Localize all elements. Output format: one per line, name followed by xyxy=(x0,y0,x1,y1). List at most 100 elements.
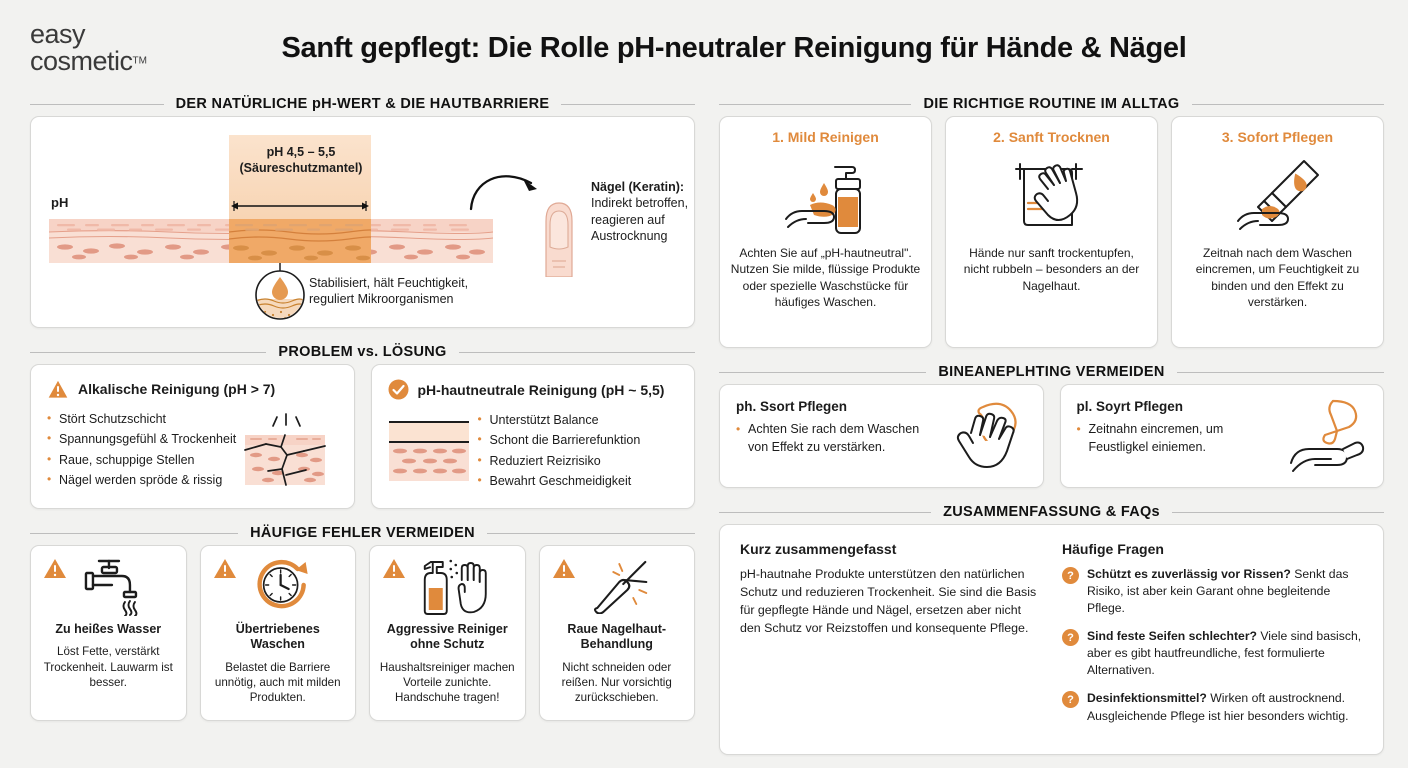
faq-text: Sind feste Seifen schlechter? Viele sind… xyxy=(1087,628,1363,679)
acid-mantle-label: pH 4,5 – 5,5 (Säureschutzmantel) xyxy=(201,145,401,176)
ph-axis-label: pH xyxy=(51,195,69,210)
routine-icon-wrap xyxy=(1006,155,1098,239)
nail-note-line1: Indirekt betroffen, xyxy=(591,196,689,211)
section-heading-skin: DER NATÜRLICHE pH-WERT & DIE HAUTBARRIER… xyxy=(30,96,695,112)
section-heading-routine: DIE RICHTIGE ROUTINE IM ALLTAG xyxy=(719,96,1384,112)
moisture-note: Stabilisiert, hält Feuchtigkeit, regulie… xyxy=(309,275,468,308)
routine-step-label: 1. Mild Reinigen xyxy=(772,129,879,145)
summary-text: pH-hautnahe Produkte unterstützen den na… xyxy=(740,567,1037,635)
care-card-title: ph. Ssort Pflegen xyxy=(736,399,848,414)
mistake-card-title: Raue Nagelhaut-Behandlung xyxy=(567,622,667,652)
routine-card-desc: Zeitnah nach dem Waschen eincremen, um F… xyxy=(1195,246,1360,309)
faq-title: Häufige Fragen xyxy=(1062,541,1164,557)
section-heading-routine-label: DIE RICHTIGE ROUTINE IM ALLTAG xyxy=(923,96,1180,112)
trademark-mark: TM xyxy=(132,55,147,67)
mistake-card-overwashing: Übertriebenes Waschen Belastet die Barri… xyxy=(199,545,356,721)
section-care: BINEANEPLHTING VERMEIDEN ph. Ssort Pfleg… xyxy=(719,364,1385,488)
header: easy cosmeticTM Sanft gepflegt: Die Roll… xyxy=(0,0,1408,96)
mistake-card-desc: Löst Fette, verstärkt Trockenheit. Lauwa… xyxy=(43,645,173,690)
section-heading-care-label: BINEANEPLHTING VERMEIDEN xyxy=(938,364,1165,380)
faq-item: ? Sind feste Seifen schlechter? Viele si… xyxy=(1062,628,1363,679)
section-problem-solution: PROBLEM vs. LÖSUNG Alkalische Reinigung … xyxy=(30,344,695,509)
skin-barrier-card: pH pH 4,5 – 5,5 (Säureschutzmantel) xyxy=(30,116,695,328)
mistake-card-cuticle: Raue Nagelhaut-Behandlung Nicht schneide… xyxy=(538,545,695,721)
nail-note-title: Nägel (Keratin): xyxy=(591,180,685,194)
question-mark-icon: ? xyxy=(1062,629,1079,647)
acid-mantle-range: pH 4,5 – 5,5 xyxy=(266,145,336,159)
section-heading-mistakes: HÄUFIGE FEHLER VERMEIDEN xyxy=(30,525,695,541)
spray-bottle-hand-icon xyxy=(424,559,487,615)
rule-left xyxy=(719,103,912,105)
rule-right xyxy=(486,532,695,534)
solution-card-header: pH-hautneutrale Reinigung (pH ~ 5,5) xyxy=(388,379,679,400)
rule-right xyxy=(1171,511,1384,513)
care-bullet-line1: Zeitnahn eincremen, um xyxy=(1088,422,1224,436)
care-bullet-line2: von Effekt zu verstärken. xyxy=(748,439,886,454)
list-item: Unterstützt Balance xyxy=(478,410,641,430)
section-heading-problem-label: PROBLEM vs. LÖSUNG xyxy=(278,344,447,360)
list-item: Stört Schutzschicht xyxy=(47,409,236,429)
routine-icon-wrap xyxy=(780,155,872,239)
warning-triangle-icon xyxy=(552,559,575,578)
care-bullet-list: Zeitnahn eincremen, um Feustligkel einie… xyxy=(1077,421,1368,457)
problem-card-body: Stört Schutzschicht Spannungsgefühl & Tr… xyxy=(47,409,338,490)
mistake-card-desc: Belastet die Barriere unnötig, auch mit … xyxy=(214,660,341,705)
skin-cross-section-icon xyxy=(49,219,493,263)
warning-triangle-icon xyxy=(44,559,66,578)
problem-card-header: Alkalische Reinigung (pH > 7) xyxy=(47,379,338,399)
faq-block: Häufige Fragen ? Schützt es zuverlässig … xyxy=(1062,541,1363,736)
routine-card-desc: Achten Sie auf „pH-hautneutral". Nutzen … xyxy=(730,246,921,309)
cracked-skin-icon xyxy=(244,412,327,486)
problem-bullet-list: Stört Schutzschicht Spannungsgefühl & Tr… xyxy=(47,409,236,490)
faq-answer: Viele sind basisch, aber es gibt hautfre… xyxy=(1087,629,1362,678)
routine-step-label: 2. Sanft Trocknen xyxy=(993,129,1110,145)
faq-item: ? Desinfektionsmittel? Wirken oft austro… xyxy=(1062,690,1363,724)
solution-card-body: Unterstützt Balance Schont die Barrieref… xyxy=(388,410,679,491)
routine-card-moisturize: 3. Sofort Pflegen xyxy=(1171,116,1384,348)
routine-cards: 1. Mild Reinigen xyxy=(719,116,1384,348)
faq-item: ? Schützt es zuverlässig vor Rissen? Sen… xyxy=(1062,566,1363,617)
content-columns: DER NATÜRLICHE pH-WERT & DIE HAUTBARRIER… xyxy=(0,96,1408,755)
care-card-1: ph. Ssort Pflegen Achten Sie rach dem Wa… xyxy=(719,384,1044,488)
rule-left xyxy=(30,351,267,353)
moisture-droplet-icon xyxy=(255,263,305,320)
section-summary-faq: ZUSAMMENFASSUNG & FAQs Kurz zusammengefa… xyxy=(719,504,1384,755)
hand-cream-icon xyxy=(956,402,1017,468)
fingernail-icon xyxy=(545,202,573,277)
curved-arrow-icon xyxy=(469,175,537,211)
healthy-skin-icon xyxy=(388,420,469,481)
nail-note-line3: Austrocknung xyxy=(591,228,668,243)
section-heading-care: BINEANEPLHTING VERMEIDEN xyxy=(719,364,1385,380)
list-item: Spannungsgefühl & Trockenheit xyxy=(47,429,236,449)
summary-faq-card: Kurz zusammengefasst pH-hautnahe Produkt… xyxy=(719,524,1384,755)
mistake-card-icons xyxy=(39,556,178,618)
list-item: Reduziert Reizrisiko xyxy=(478,451,641,471)
question-mark-icon: ? xyxy=(1062,567,1079,584)
section-heading-mistakes-label: HÄUFIGE FEHLER VERMEIDEN xyxy=(250,525,475,541)
warning-triangle-icon xyxy=(47,379,69,399)
brand-line-2: cosmetic xyxy=(30,46,133,76)
rule-right xyxy=(458,351,695,353)
routine-card-cleanse: 1. Mild Reinigen xyxy=(719,116,932,348)
check-circle-icon xyxy=(388,379,408,400)
list-item: Bewahrt Geschmeidigkeit xyxy=(478,471,641,491)
faq-question: Sind feste Seifen schlechter? xyxy=(1087,629,1258,644)
left-column: DER NATÜRLICHE pH-WERT & DIE HAUTBARRIER… xyxy=(30,96,695,755)
routine-card-desc: Hände nur sanft trockentupfen, nicht rub… xyxy=(963,246,1140,293)
section-heading-summary-label: ZUSAMMENFASSUNG & FAQs xyxy=(943,504,1160,520)
nail-note: Nägel (Keratin): Indirekt betroffen, rea… xyxy=(591,179,688,244)
clock-icon xyxy=(257,559,308,609)
problem-card: Alkalische Reinigung (pH > 7) Stört Schu… xyxy=(30,364,355,509)
mistake-card-icons xyxy=(378,556,517,618)
rule-left xyxy=(719,371,927,373)
list-item: Zeitnahn eincremen, um Feustligkel einie… xyxy=(1077,421,1368,457)
problem-solution-cards: Alkalische Reinigung (pH > 7) Stört Schu… xyxy=(30,364,695,509)
summary-block: Kurz zusammengefasst pH-hautnahe Produkt… xyxy=(740,541,1040,736)
care-bullet-list: Achten Sie rach dem Waschen von Effekt z… xyxy=(736,421,1027,457)
moisture-note-line1: Stabilisiert, hält Feuchtigkeit, xyxy=(309,276,469,290)
faq-answer: Senkt das Risiko, ist aber kein Garant o… xyxy=(1087,567,1349,616)
warning-triangle-icon xyxy=(383,559,405,578)
rule-right xyxy=(561,103,695,105)
mistake-card-icons xyxy=(209,556,348,618)
